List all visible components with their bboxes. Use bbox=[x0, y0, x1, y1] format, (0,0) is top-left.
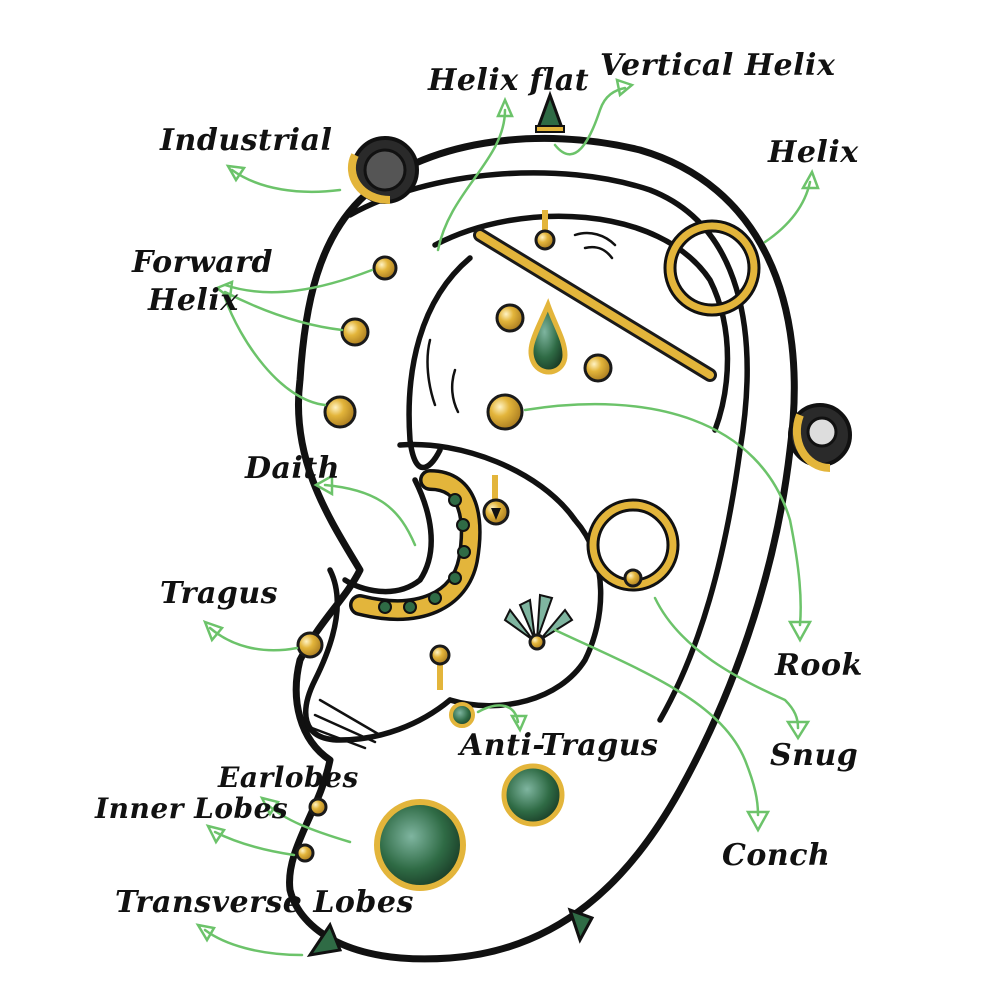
lobe-crease bbox=[310, 698, 382, 750]
daith-clicker bbox=[349, 469, 482, 621]
tragus-ball bbox=[296, 631, 324, 659]
label-forward-helix-line1: Forward bbox=[131, 245, 273, 280]
label-forward-helix-line2: Helix bbox=[147, 283, 239, 318]
concha-outline bbox=[397, 441, 604, 709]
label-vertical-helix: Vertical Helix bbox=[600, 48, 836, 83]
ear-outline bbox=[286, 135, 798, 963]
label-rook: Rook bbox=[774, 648, 863, 683]
snug-bar bbox=[482, 475, 510, 526]
rook-ball-2 bbox=[583, 353, 613, 383]
vertical-helix-bar bbox=[534, 210, 556, 251]
anti-tragus-bar bbox=[429, 644, 475, 728]
label-helix-flat: Helix flat bbox=[427, 63, 589, 98]
tragus-curl bbox=[342, 477, 434, 595]
rook-ball-1 bbox=[495, 303, 525, 333]
rook-teardrop-gem bbox=[528, 298, 568, 375]
label-industrial: Industrial bbox=[159, 123, 332, 158]
antitragus-outline bbox=[303, 567, 453, 743]
industrial-bar bbox=[473, 228, 717, 382]
label-transverse-lobes: Transverse Lobes bbox=[115, 885, 414, 920]
helix-rim bbox=[347, 170, 750, 723]
label-tragus: Tragus bbox=[160, 576, 278, 611]
label-daith: Daith bbox=[244, 451, 340, 486]
label-inner-lobes: Inner Lobes bbox=[94, 792, 288, 825]
rook-ball-main bbox=[486, 393, 524, 431]
forward-helix-ball-2 bbox=[340, 317, 370, 347]
label-snug: Snug bbox=[770, 738, 858, 773]
label-conch: Conch bbox=[722, 838, 830, 873]
antihelix-inner bbox=[406, 255, 473, 470]
antihelix-line bbox=[432, 213, 731, 433]
inner-lobe-ball bbox=[295, 843, 315, 863]
label-earlobes: Earlobes bbox=[217, 761, 359, 794]
industrial-plug bbox=[347, 136, 419, 204]
helix-sketch-lines bbox=[426, 231, 617, 414]
forward-helix-ball-1 bbox=[372, 255, 398, 281]
transverse-lobe-spikes bbox=[306, 907, 595, 958]
helix-flat-spike bbox=[535, 90, 565, 133]
earlobe-ball bbox=[308, 797, 328, 817]
label-helix: Helix bbox=[767, 135, 859, 170]
label-anti-tragus: Anti-Tragus bbox=[457, 728, 658, 763]
forward-helix-ball-3 bbox=[323, 395, 357, 429]
helix-side-plug bbox=[788, 403, 852, 472]
pointer-arrows bbox=[195, 78, 820, 957]
